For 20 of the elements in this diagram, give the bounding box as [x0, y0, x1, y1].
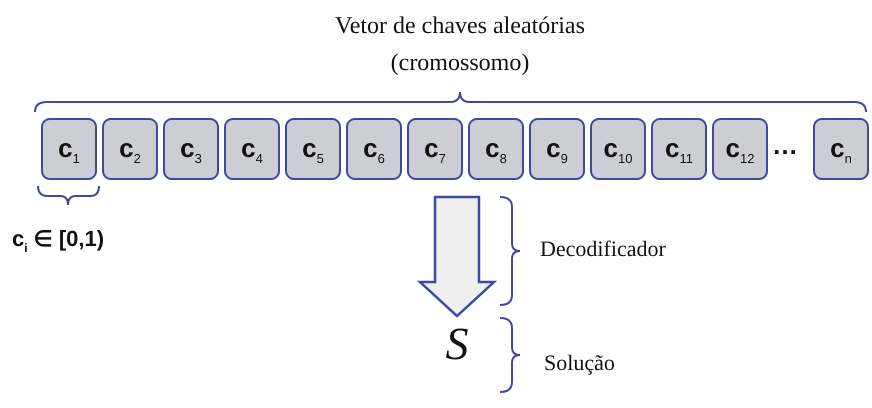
vector-title: Vetor de chaves aleatórias (cromossomo): [334, 12, 586, 78]
key-cell: c$_{9}$: [529, 118, 585, 180]
key-cell: c$_{2}$: [102, 118, 158, 180]
key-cell: c$_{12}$: [712, 118, 768, 180]
key-cell: c$_{11}$: [651, 118, 707, 180]
ellipsis: …: [772, 130, 798, 161]
key-cell: c$_{8}$: [468, 118, 524, 180]
key-cell: c$_{7}$: [407, 118, 463, 180]
key-cell: c$_{1}$: [41, 118, 97, 180]
solution-label: Solução: [544, 350, 615, 376]
key-cell: c$_{10}$: [590, 118, 646, 180]
key-cell: c$_{n}$: [813, 118, 869, 180]
key-cell: c$_{6}$: [346, 118, 402, 180]
key-cell: c$_{3}$: [163, 118, 219, 180]
decoder-label: Decodificador: [540, 236, 666, 262]
block-arrow: [416, 196, 498, 318]
key-cell: c$_{5}$: [285, 118, 341, 180]
key-cell: c$_{4}$: [224, 118, 280, 180]
key-range-label: c$_{i}$ ∈ [0,1): [12, 226, 104, 255]
solution-symbol: S: [430, 316, 484, 372]
